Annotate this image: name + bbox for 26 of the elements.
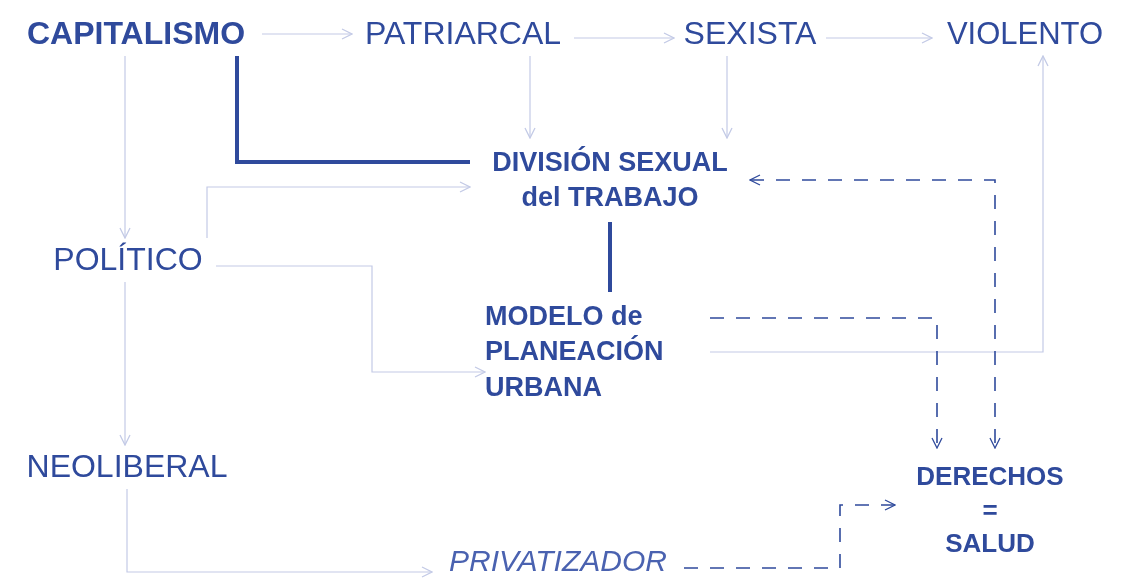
arrow bbox=[119, 55, 131, 239]
node-label: VIOLENTO bbox=[946, 14, 1104, 53]
arrow bbox=[825, 32, 933, 44]
node-label: DIVISIÓN SEXUAL del TRABAJO bbox=[491, 145, 729, 214]
node-label: NEOLIBERAL bbox=[26, 447, 228, 487]
node-label: PRIVATIZADOR bbox=[449, 543, 667, 578]
arrow bbox=[573, 32, 675, 44]
connector-line bbox=[235, 56, 470, 164]
node-label: SEXISTA bbox=[683, 14, 817, 54]
connector-line bbox=[608, 222, 612, 292]
arrow bbox=[261, 28, 353, 40]
arrow bbox=[524, 55, 536, 139]
arrow bbox=[749, 174, 1001, 449]
node-label: POLÍTICO bbox=[53, 240, 203, 280]
arrow bbox=[709, 55, 1049, 353]
arrow bbox=[206, 181, 471, 239]
arrow bbox=[119, 281, 131, 446]
arrow bbox=[721, 55, 733, 139]
arrow bbox=[709, 317, 943, 449]
arrow bbox=[126, 488, 433, 578]
arrow bbox=[215, 265, 486, 378]
node-label: MODELO de PLANEACIÓN URBANA bbox=[485, 300, 665, 404]
arrow bbox=[683, 499, 896, 569]
node-label: PATRIARCAL bbox=[364, 14, 562, 54]
node-label: DERECHOS = SALUD bbox=[916, 459, 1064, 561]
node-label: CAPITALISMO bbox=[26, 14, 246, 54]
